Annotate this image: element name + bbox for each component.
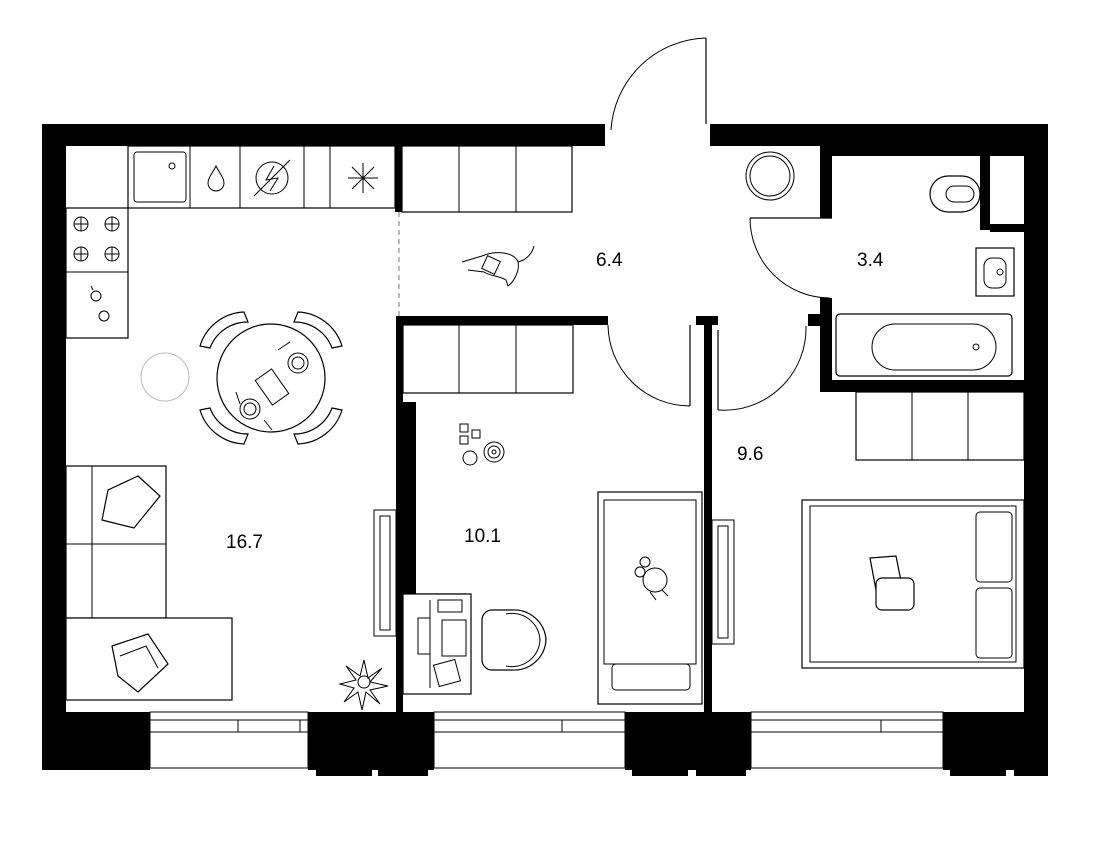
- right-wall: [1024, 124, 1048, 770]
- pier-foot-3: [632, 762, 688, 776]
- hallway-wardrobe: [401, 145, 573, 213]
- cat-icon: [461, 245, 535, 287]
- doors: [607, 37, 832, 411]
- washbasin-icon: [975, 247, 1015, 297]
- area-label-living-kitchen: 16.7: [226, 532, 263, 553]
- teddy-bear-icon: [634, 556, 669, 601]
- water-drop-icon: [207, 164, 225, 192]
- bottom-pier-2: [308, 712, 434, 770]
- pier-foot-4: [696, 762, 746, 776]
- kids-room-door: [607, 324, 691, 407]
- kids-wardrobe: [402, 324, 574, 394]
- bedroom-wardrobe: [855, 391, 1025, 461]
- stove-icon: [73, 216, 120, 262]
- bath-top-wall: [832, 146, 1024, 156]
- left-wall: [42, 124, 66, 770]
- window-kids: [433, 711, 626, 769]
- desk: [402, 593, 472, 695]
- pier-foot-1: [316, 762, 372, 776]
- desk-chair: [481, 609, 547, 671]
- kettle-icon: [90, 285, 110, 322]
- rug: [140, 352, 190, 402]
- kids-thick-wall: [403, 402, 416, 594]
- top-wall-right: [710, 124, 1048, 146]
- bedroom-door: [717, 325, 807, 411]
- area-label-bedroom: 9.6: [737, 444, 763, 465]
- kitchen: [65, 145, 396, 339]
- kids-left-wall: [396, 316, 403, 716]
- area-label-hallway: 6.4: [596, 250, 623, 271]
- sink-icon: [133, 151, 187, 203]
- pier-foot-2: [378, 762, 428, 776]
- toilet-icon: [929, 175, 981, 213]
- hall-bottom-wall: [396, 316, 608, 325]
- kitchen-counter: [127, 145, 396, 209]
- sofa: [65, 465, 233, 701]
- entrance-door: [610, 37, 707, 131]
- top-wall-left: [42, 124, 605, 146]
- bathroom-door: [749, 217, 832, 299]
- bath-bottom-wall: [820, 380, 1024, 392]
- area-label-childrens-room: 10.1: [464, 526, 501, 547]
- walls: [42, 124, 1048, 776]
- fridge-snowflake-icon: [348, 163, 378, 193]
- toy-icon: [459, 423, 505, 466]
- bath-door-jamb: [808, 314, 832, 326]
- bath-niche-bottom: [990, 224, 1024, 232]
- window-living: [149, 711, 309, 769]
- window-bedroom: [750, 711, 944, 769]
- kitchen-partition-top: [395, 146, 402, 212]
- bottom-pier-4: [943, 712, 1048, 770]
- kids-bed: [597, 491, 703, 705]
- kids-radiator: [373, 509, 397, 637]
- bathtub-icon: [835, 313, 1013, 377]
- plant-icon: [338, 659, 389, 711]
- washing-machine-icon: [745, 151, 795, 201]
- bedroom-left-wall: [704, 316, 712, 716]
- area-label-bathroom: 3.4: [857, 250, 884, 271]
- pier-foot-5: [950, 762, 1006, 776]
- bottom-pier-1: [42, 712, 150, 770]
- bottom-pier-3: [625, 712, 751, 770]
- bedroom-radiator: [711, 519, 735, 645]
- dining-table: [199, 311, 343, 445]
- pier-foot-6: [1014, 762, 1048, 776]
- bath-left-wall-top: [820, 146, 832, 218]
- bath-left-wall-bottom: [820, 298, 832, 392]
- windows: [149, 711, 944, 769]
- dishwasher-icon: [253, 159, 291, 197]
- double-bed: [801, 499, 1025, 669]
- bath-niche-wall: [980, 156, 990, 230]
